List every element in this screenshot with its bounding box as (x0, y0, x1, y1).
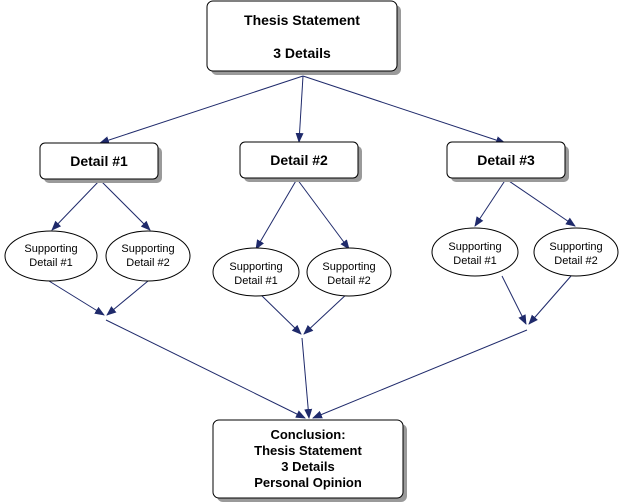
thesis-title: Thesis Statement (244, 12, 360, 28)
supporting-label: Detail #2 (126, 257, 169, 269)
detail-1-supporting-1: Supporting Detail #1 (4, 230, 98, 282)
arrow-detail-1-to-support-2 (99, 179, 151, 231)
detail-2-label: Detail #2 (270, 152, 328, 168)
detail-box-2: Detail #2 (239, 141, 362, 182)
arrow-thesis-to-detail-2 (295, 75, 304, 143)
arrow-group-3-to-conclusion (312, 329, 528, 419)
thesis-subtitle: 3 Details (273, 45, 331, 61)
supporting-label: Supporting (24, 243, 77, 255)
detail-2-supporting-2: Supporting Detail #2 (306, 247, 392, 297)
supporting-label: Detail #1 (234, 275, 277, 287)
arrow-detail-1-to-support-1 (51, 179, 101, 231)
arrow-d1-sup2-converge (106, 280, 149, 316)
arrow-group-1-to-conclusion (105, 319, 306, 419)
supporting-label: Detail #1 (453, 255, 496, 267)
arrow-d2-sup2-converge (303, 291, 350, 335)
detail-box-1: Detail #1 (39, 142, 162, 183)
supporting-label: Detail #2 (327, 275, 370, 287)
supporting-label: Detail #1 (29, 257, 72, 269)
detail-3-supporting-2: Supporting Detail #2 (533, 227, 619, 277)
detail-1-supporting-2: Supporting Detail #2 (105, 230, 191, 282)
supporting-label: Supporting (322, 261, 375, 273)
arrow-thesis-to-detail-3 (302, 75, 506, 144)
arrow-d2-sup1-converge (257, 291, 302, 335)
arrow-detail-2-to-support-1 (255, 178, 298, 250)
supporting-label: Supporting (121, 243, 174, 255)
conclusion-line-3: Personal Opinion (254, 475, 362, 490)
arrow-detail-2-to-support-2 (296, 178, 350, 250)
supporting-label: Supporting (549, 241, 602, 253)
arrow-group-2-to-conclusion (301, 337, 313, 419)
detail-1-label: Detail #1 (70, 153, 128, 169)
thesis-box: Thesis Statement 3 Details (206, 0, 401, 75)
arrow-d3-sup1-converge (501, 275, 527, 325)
supporting-label: Detail #2 (554, 255, 597, 267)
detail-3-supporting-1: Supporting Detail #1 (431, 227, 519, 277)
arrow-thesis-to-detail-1 (99, 75, 304, 144)
arrow-d3-sup2-converge (528, 275, 572, 325)
conclusion-line-2: 3 Details (281, 459, 334, 474)
detail-box-3: Detail #3 (446, 141, 569, 182)
arrow-d1-sup1-converge (48, 280, 105, 316)
conclusion-box: Conclusion: Thesis Statement 3 Details P… (212, 419, 407, 502)
detail-3-label: Detail #3 (477, 152, 535, 168)
arrow-detail-3-to-support-2 (505, 178, 576, 227)
supporting-label: Supporting (448, 241, 501, 253)
arrow-detail-3-to-support-1 (474, 178, 507, 227)
detail-2-supporting-1: Supporting Detail #1 (212, 247, 300, 297)
supporting-label: Supporting (229, 261, 282, 273)
conclusion-heading: Conclusion: (270, 427, 345, 442)
connectors (48, 75, 576, 419)
conclusion-line-1: Thesis Statement (254, 443, 362, 458)
